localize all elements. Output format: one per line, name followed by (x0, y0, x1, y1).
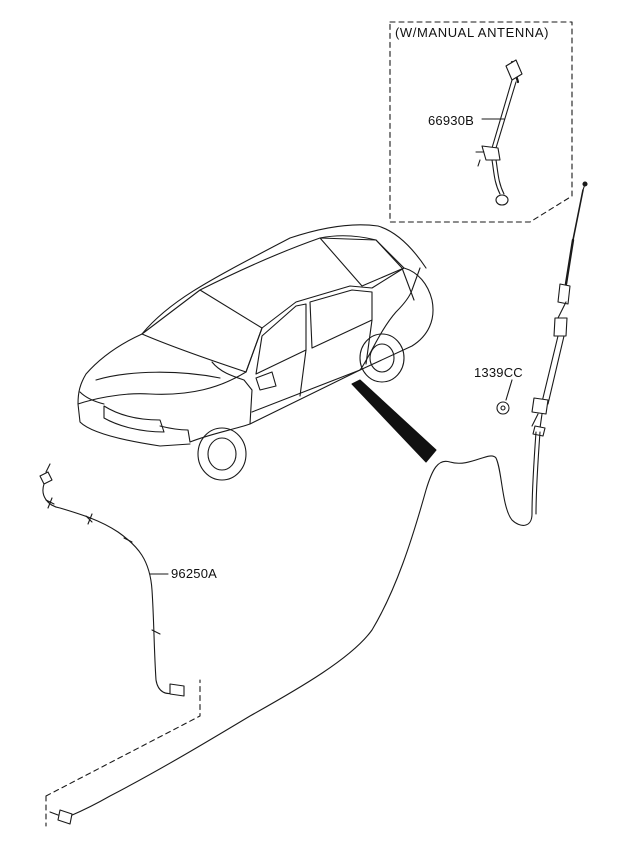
mirror (255, 371, 277, 391)
body-side (189, 267, 434, 443)
nut-hole (500, 405, 506, 411)
main-antenna-cable (45, 431, 541, 827)
door-line (299, 319, 373, 397)
hood-line (95, 371, 221, 381)
label-leader-1339cc (505, 379, 513, 401)
nut-1339cc (496, 379, 513, 415)
part-label-1339cc: 1339CC (474, 365, 523, 380)
cable-plug-left (39, 471, 53, 485)
cable-clip-4 (151, 629, 161, 635)
cable-run-main (69, 431, 537, 817)
cable-clip-3 (123, 537, 133, 543)
mast-cable-stub (531, 413, 543, 429)
mast-connector (532, 425, 546, 437)
manual-antenna-rod (491, 79, 517, 149)
cable-end-connector (57, 809, 73, 825)
mast-sleeve (557, 283, 571, 305)
front-bumper (77, 403, 191, 447)
antenna-mast-assembly (531, 181, 588, 437)
car-illustration (77, 224, 434, 481)
inset-box-border (389, 21, 573, 223)
cable-end-plug (49, 811, 59, 816)
c-pillar (375, 239, 415, 301)
cable-run-main-2 (535, 431, 541, 515)
wheel-front (197, 427, 247, 481)
car-roof (141, 224, 427, 335)
manual-antenna-cap (505, 59, 523, 81)
car-cable-run (211, 361, 253, 425)
side-window-rear (309, 289, 373, 349)
mast-bracket (531, 397, 549, 415)
wheel-rear (359, 333, 405, 383)
manual-antenna-inset (389, 21, 573, 223)
mast-rod-upper (572, 189, 584, 241)
mast-rod-middle (564, 238, 575, 286)
wheel-front-hub (207, 437, 237, 471)
windshield (141, 289, 263, 373)
cable-clip-2 (85, 513, 93, 525)
manual-antenna-lead (491, 159, 505, 195)
car-cable-run-2 (359, 289, 413, 371)
wheel-rear-hub (369, 343, 395, 373)
cable-left-branch (39, 463, 185, 697)
cable-left-run (42, 483, 177, 695)
callout-wedge (351, 379, 437, 463)
cable-clip-1 (45, 497, 55, 509)
part-label-96250a: 96250A (171, 566, 218, 581)
rear-window (319, 237, 405, 287)
dash-leader-lower (45, 679, 201, 827)
grille (103, 405, 165, 433)
car-rear-antenna (411, 267, 421, 291)
manual-antenna-clip (475, 145, 501, 167)
cable-end-left (169, 683, 185, 697)
mast-link (557, 301, 567, 319)
inset-box-title: (W/MANUAL ANTENNA) (395, 25, 550, 40)
manual-antenna-cable (475, 59, 523, 206)
mast-body-lower (541, 335, 565, 405)
hood (77, 333, 247, 405)
headlight-right (159, 425, 191, 443)
part-label-66930b: 66930B (428, 113, 475, 128)
car-roof-inner (199, 235, 377, 291)
mast-body (553, 317, 568, 337)
headlight-left (79, 391, 105, 405)
side-window-front (255, 303, 307, 375)
cable-plug-tip (45, 463, 51, 473)
nut-icon (496, 401, 510, 415)
rocker (251, 369, 361, 413)
mast-tip-ball (582, 181, 588, 187)
manual-antenna-grommet (495, 194, 509, 206)
